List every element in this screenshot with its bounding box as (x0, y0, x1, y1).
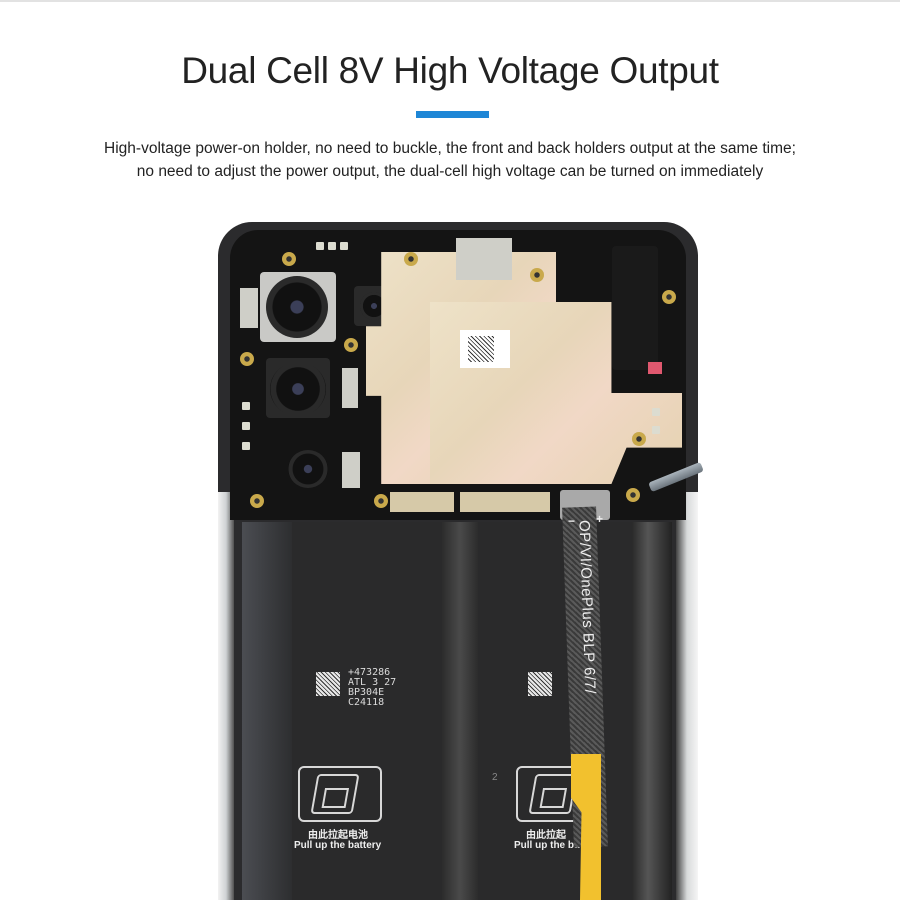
battery-code-line: ATL 3 27 (348, 677, 397, 688)
description-line-2: no need to adjust the power output, the … (136, 163, 764, 180)
pull-battery-label-en: Pull up the ba (514, 840, 580, 851)
plus-sign: + (596, 512, 604, 526)
product-photo: +473286 ATL 3 27 BP304E C24118 由此拉起电池 Pu… (218, 222, 704, 900)
screw-icon (530, 268, 544, 282)
qr-code-icon (468, 336, 494, 362)
chip-label (460, 330, 510, 368)
smd-component (242, 422, 250, 430)
smd-component (242, 442, 250, 450)
main-camera-lens-icon (266, 276, 328, 338)
smd-component (242, 402, 250, 410)
pull-battery-icon (298, 766, 382, 822)
screw-icon (626, 488, 640, 502)
title-accent-bar (416, 111, 489, 118)
phone-frame-right-edge (676, 492, 698, 900)
macro-camera-lens-icon (288, 450, 328, 488)
flex-ribbon (612, 246, 658, 370)
description-line-1: High-voltage power-on holder, no need to… (104, 140, 796, 157)
motherboard (230, 230, 686, 520)
pull-battery-label-cn: 由此拉起电池 (308, 830, 368, 841)
smd-component (652, 426, 660, 434)
screw-icon (250, 494, 264, 508)
phone-frame-left-edge (218, 492, 234, 900)
top-connector (456, 238, 512, 280)
screw-icon (632, 432, 646, 446)
screw-icon (240, 352, 254, 366)
smd-component (340, 242, 348, 250)
battery-code-line: BP304E (348, 687, 385, 698)
battery-cell-divider (442, 522, 478, 900)
board-connector (460, 492, 550, 512)
battery-qr-code-icon (528, 672, 552, 696)
connector (240, 288, 258, 328)
smd-component (652, 408, 660, 416)
wide-camera-lens-icon (270, 362, 326, 416)
top-divider (0, 0, 900, 2)
connector (342, 452, 360, 488)
battery-edge (632, 522, 672, 900)
page-title: Dual Cell 8V High Voltage Output (181, 50, 719, 91)
smd-component (328, 242, 336, 250)
battery-code-line: C24118 (348, 697, 385, 708)
cell-number: 2 (492, 772, 498, 783)
smd-component (316, 242, 324, 250)
connector (342, 368, 358, 408)
description: High-voltage power-on holder, no need to… (0, 137, 900, 183)
screw-icon (374, 494, 388, 508)
board-connector (390, 492, 454, 512)
screw-icon (282, 252, 296, 266)
battery-qr-code-icon (316, 672, 340, 696)
pull-battery-label-en: Pull up the battery (294, 840, 382, 851)
battery-code-line: +473286 (348, 667, 391, 678)
screw-icon (344, 338, 358, 352)
pull-battery-label-cn: 由此拉起 (526, 830, 566, 841)
pink-component (648, 362, 662, 374)
minus-sign: − (568, 514, 576, 528)
screw-icon (662, 290, 676, 304)
screw-icon (404, 252, 418, 266)
battery-edge (242, 522, 292, 900)
